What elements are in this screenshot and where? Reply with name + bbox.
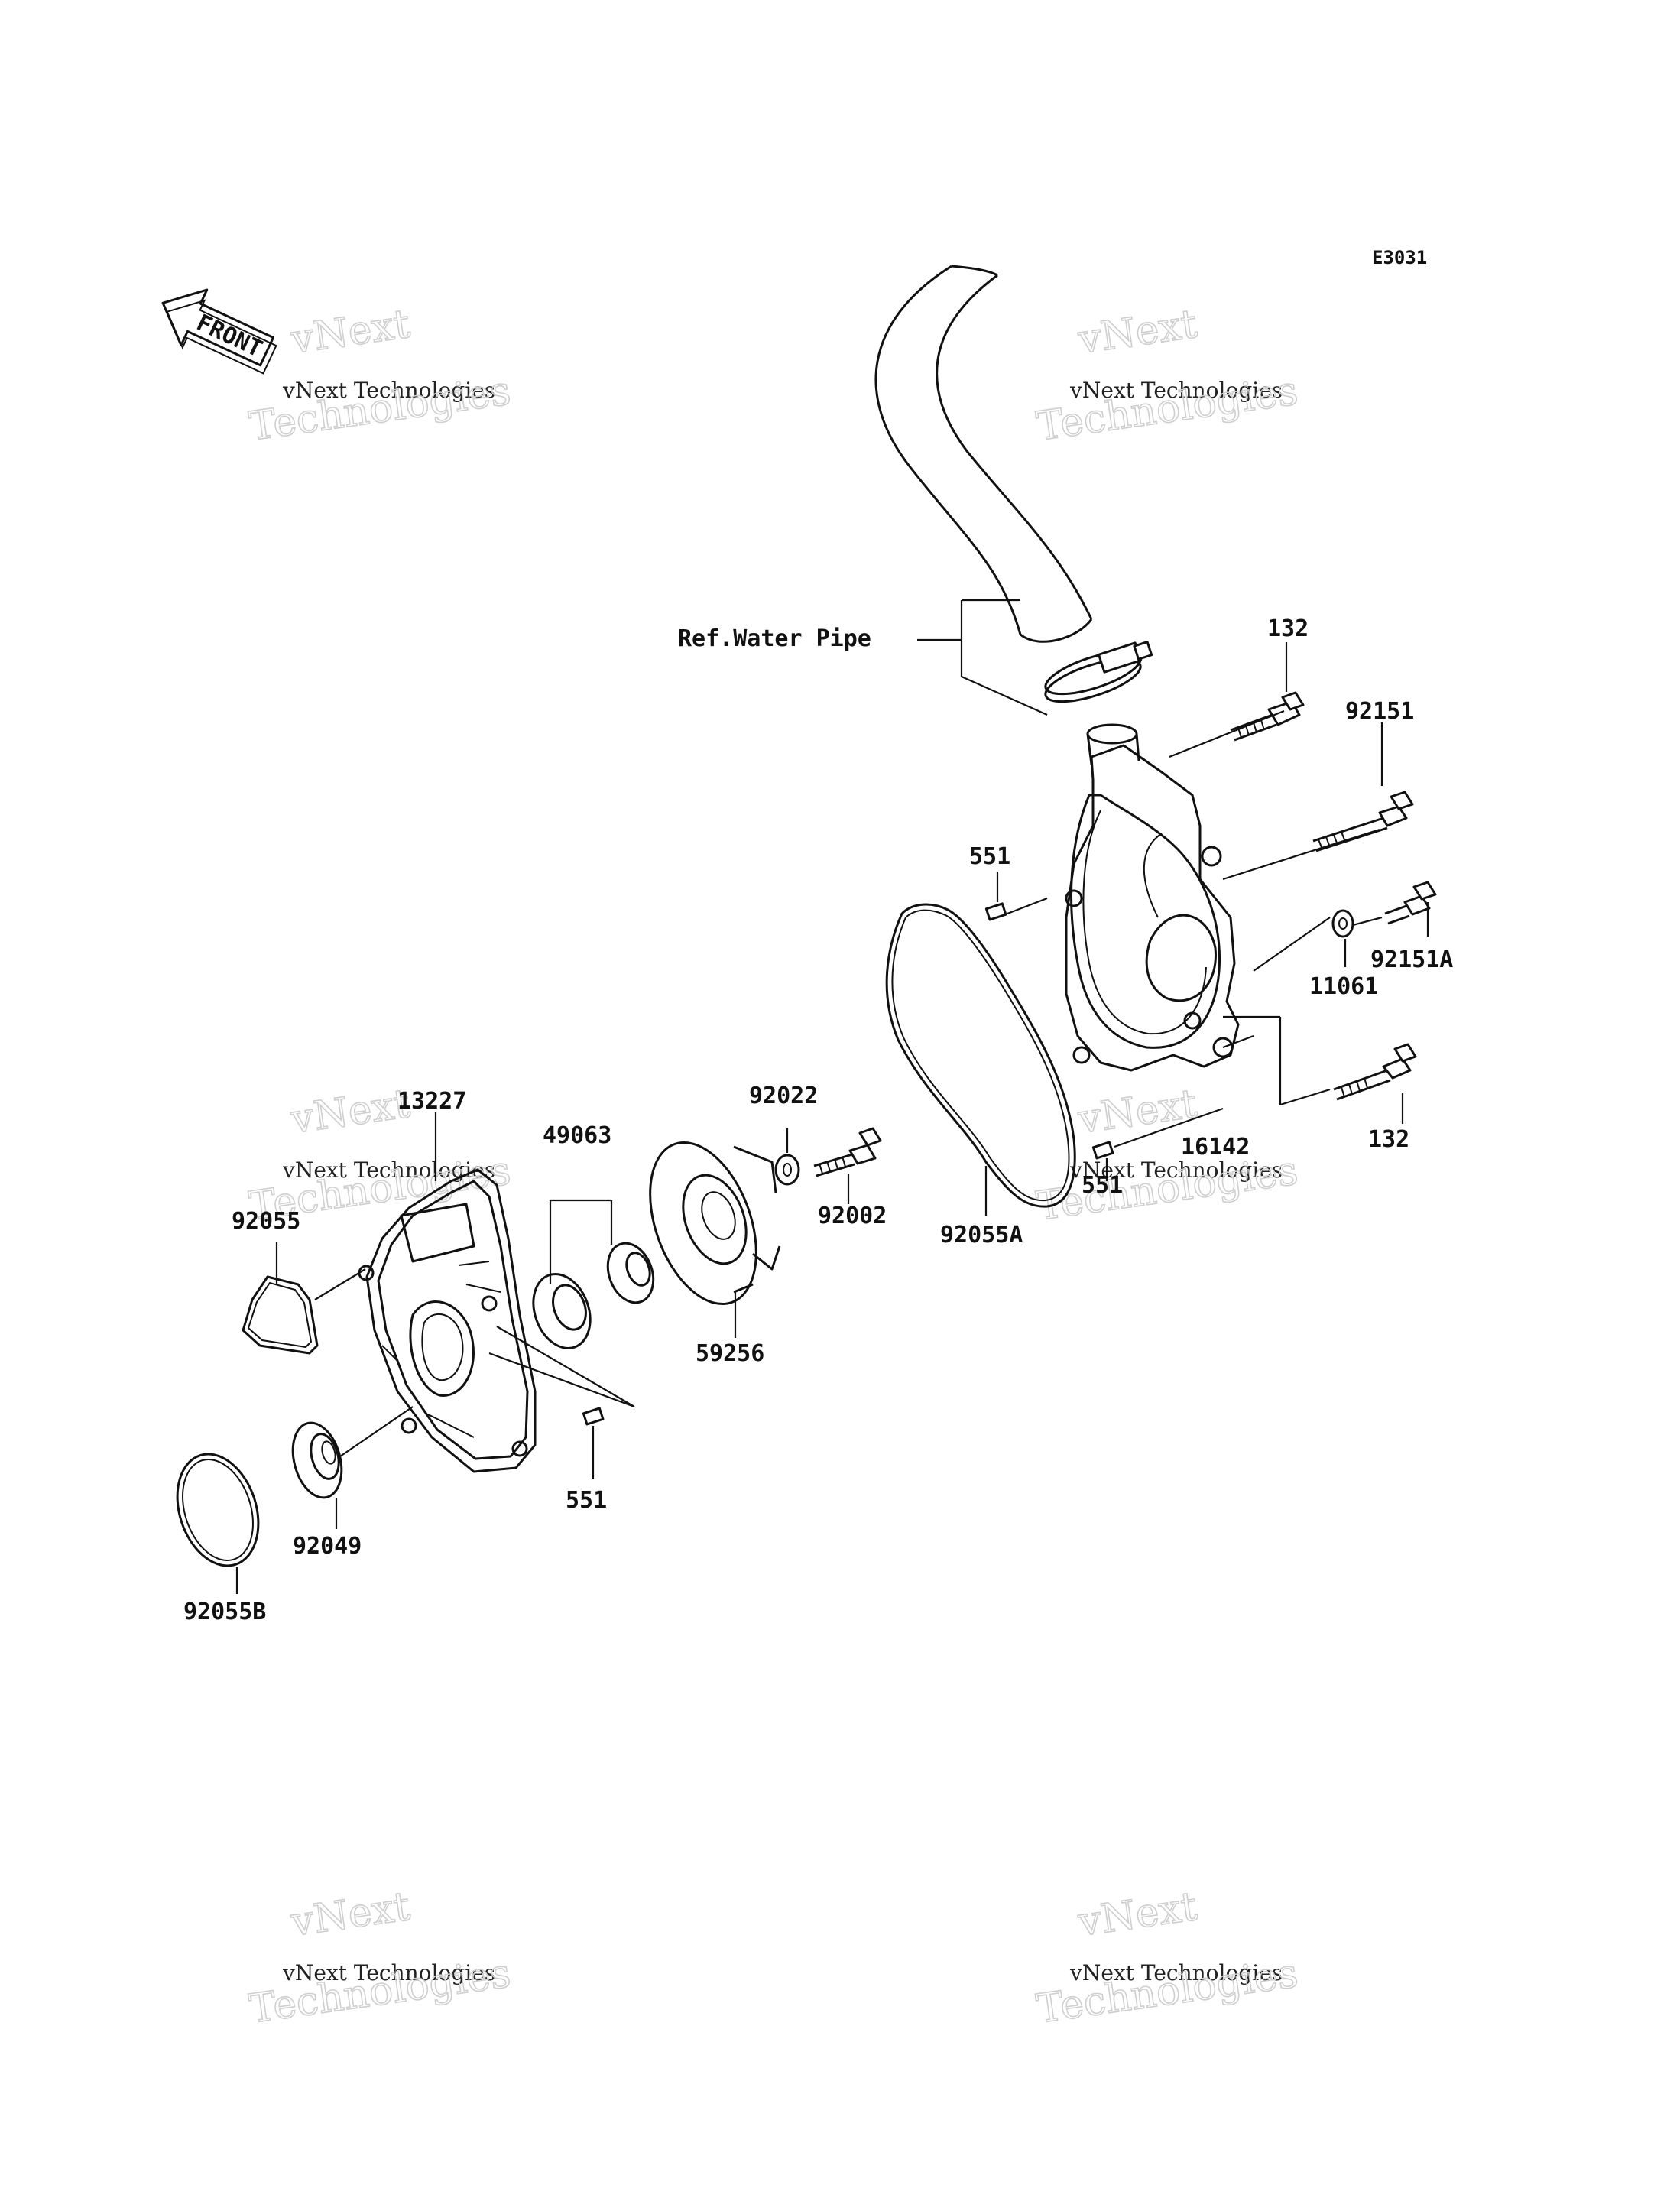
watermark-top-right: vNext vNext Technologies Technologies — [1033, 300, 1302, 450]
leader-132-top — [1169, 642, 1288, 758]
leader-92151A — [1352, 902, 1429, 937]
water-pipe-hose — [874, 265, 1093, 643]
part-label: 11061 — [1309, 973, 1378, 1000]
svg-text:vNext: vNext — [1075, 301, 1200, 363]
pump-body-13227 — [358, 1168, 537, 1473]
part-label: 49063 — [543, 1122, 611, 1149]
dowel-pin-551-a — [984, 902, 1007, 921]
part-label: 92022 — [749, 1083, 818, 1109]
watermark-bottom-left: vNext vNext Technologies Technologies — [246, 1883, 514, 2033]
svg-text:vNext Technologies: vNext Technologies — [1069, 1157, 1283, 1183]
part-label: 16142 — [1181, 1134, 1250, 1161]
oil-seal-92049 — [291, 1421, 343, 1499]
watermark-bottom-right: vNext vNext Technologies Technologies — [1033, 1883, 1302, 2033]
dowel-pin-551-b — [1091, 1141, 1114, 1160]
part-label: 551 — [969, 843, 1010, 870]
part-label: 92049 — [293, 1533, 362, 1560]
part-label: 92055A — [940, 1222, 1023, 1248]
part-label: 132 — [1267, 615, 1309, 642]
hose-clamp — [1044, 641, 1153, 703]
svg-text:vNext: vNext — [287, 301, 413, 363]
svg-text:vNext: vNext — [287, 1081, 413, 1143]
watermark-mid-left: vNext vNext Technologies Technologies — [246, 1080, 514, 1230]
bolt-92151 — [1312, 791, 1414, 852]
leader-551-b — [1105, 1107, 1224, 1181]
part-label: 132 — [1368, 1126, 1409, 1153]
front-arrow-icon: FRONT — [161, 288, 277, 375]
watermark-mid-right: vNext vNext Technologies Technologies — [1033, 1080, 1302, 1230]
bolt-92002 — [813, 1127, 882, 1177]
bolt-132-top — [1230, 691, 1305, 742]
part-label: 59256 — [696, 1340, 764, 1367]
part-label: 551 — [1082, 1172, 1123, 1199]
mechanical-seal-49063 — [532, 1242, 655, 1349]
washer-11061 — [1331, 909, 1354, 938]
svg-text:vNext Technologies: vNext Technologies — [1069, 1960, 1283, 1985]
leader-551-a — [996, 872, 1048, 915]
leader-16142 — [1222, 1015, 1331, 1106]
svg-text:vNext: vNext — [287, 1884, 413, 1946]
gasket-92055A — [885, 903, 1076, 1208]
bolt-92151A — [1384, 881, 1437, 925]
part-label: 92151 — [1345, 698, 1414, 725]
bolt-132-lower — [1333, 1043, 1417, 1101]
water-pump-cover — [1065, 723, 1240, 1072]
svg-text:vNext Technologies: vNext Technologies — [1069, 378, 1283, 403]
part-label: 92055B — [183, 1599, 266, 1625]
svg-text:vNext Technologies: vNext Technologies — [282, 1960, 495, 1985]
o-ring-92055 — [242, 1275, 319, 1355]
svg-text:vNext: vNext — [1075, 1884, 1200, 1946]
washer-92022 — [774, 1154, 800, 1186]
watermark-top-left: vNext vNext Technologies Technologies — [246, 300, 514, 450]
part-label: 13227 — [397, 1088, 466, 1115]
leader-49063 — [549, 1199, 613, 1284]
part-label: 92151A — [1370, 946, 1453, 973]
leader-92055 — [275, 1242, 366, 1300]
svg-text:vNext Technologies: vNext Technologies — [282, 378, 495, 403]
dowel-pin-551-c — [582, 1407, 605, 1426]
leader-551-c — [488, 1326, 635, 1479]
impeller-59256 — [649, 1141, 781, 1306]
diagram-code: E3031 — [1372, 247, 1427, 268]
leader-11061 — [1253, 917, 1347, 972]
ref-water-pipe-label: Ref.Water Pipe — [678, 625, 871, 652]
part-label: 551 — [566, 1487, 607, 1514]
part-label: 92002 — [818, 1203, 887, 1229]
o-ring-92055B — [176, 1453, 260, 1567]
leader-92049 — [335, 1406, 414, 1529]
leader-92151 — [1222, 722, 1383, 881]
part-label: 92055 — [232, 1208, 300, 1235]
